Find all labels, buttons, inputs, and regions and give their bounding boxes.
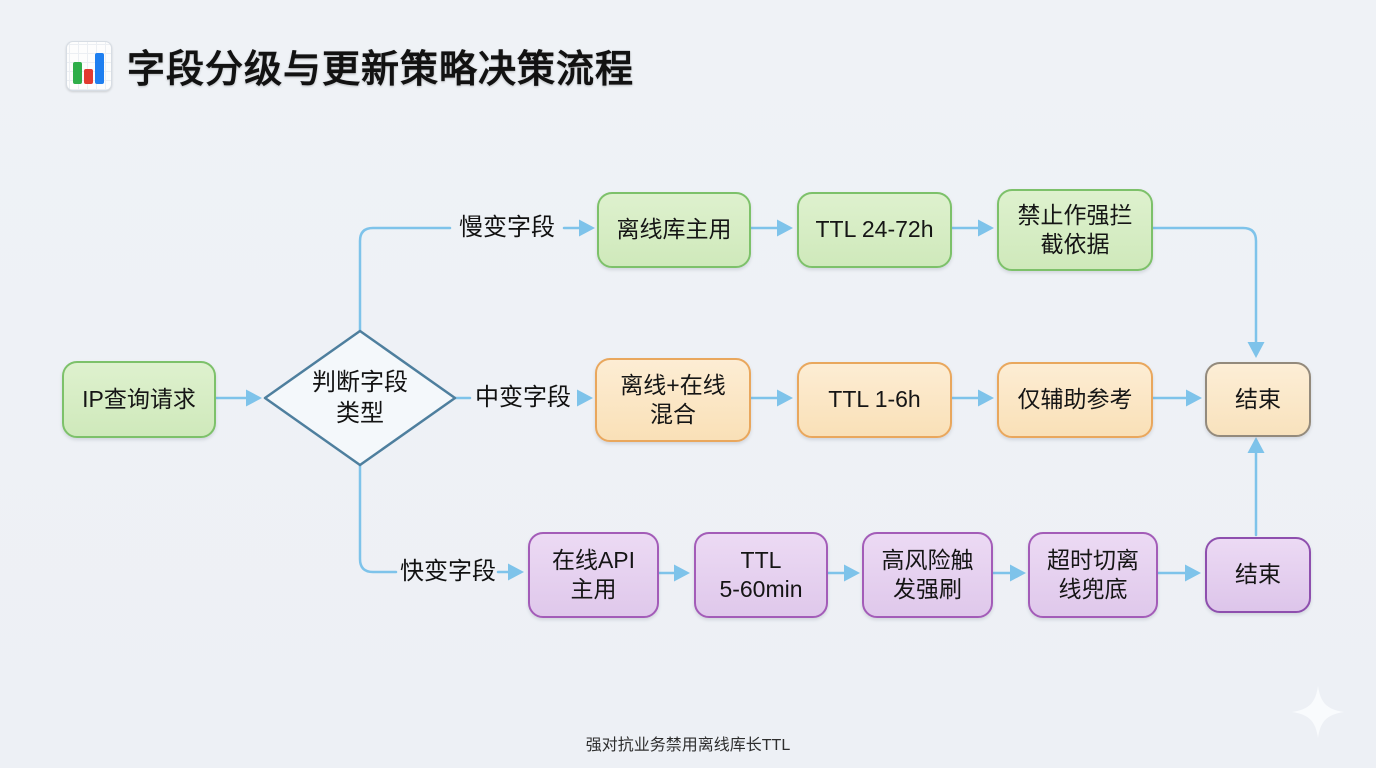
arrowhead-medium-end <box>1186 389 1202 407</box>
arrowhead-fast-step3 <box>844 564 860 582</box>
node-medium-step-2: TTL 1-6h <box>797 362 952 438</box>
page-title: 字段分级与更新策略决策流程 <box>127 49 635 91</box>
node-medium-step-3: 仅辅助参考 <box>997 362 1153 438</box>
node-end-fast: 结束 <box>1205 537 1311 613</box>
arrowhead-fast-step4 <box>1010 564 1026 582</box>
arrowhead-into-decision <box>246 389 262 407</box>
decision-diamond <box>263 329 457 467</box>
arrowhead-slow-step1 <box>579 219 595 237</box>
node-end-medium: 结束 <box>1205 362 1311 437</box>
bar-chart-icon-blue-bar <box>95 52 104 84</box>
bar-chart-icon-red-bar <box>84 68 93 84</box>
arrowhead-end-to-end <box>1247 437 1265 453</box>
arrowhead-medium-step3 <box>978 389 994 407</box>
arrowhead-medium-step1 <box>577 389 593 407</box>
node-slow-step-1: 离线库主用 <box>597 192 751 268</box>
sparkle-icon <box>1292 686 1344 738</box>
footer-note: 强对抗业务禁用离线库长TTL <box>585 737 791 754</box>
node-medium-step-1: 离线+在线 混合 <box>595 358 751 442</box>
line-decision-to-fast <box>358 463 398 574</box>
node-slow-step-2: TTL 24-72h <box>797 192 952 268</box>
branch-label-medium: 中变字段 <box>475 384 571 411</box>
node-fast-step-4: 超时切离 线兜底 <box>1028 532 1158 618</box>
bar-chart-icon-green-bar <box>73 61 82 84</box>
branch-label-fast: 快变字段 <box>400 558 496 585</box>
line-slow-step3-to-end <box>1149 226 1258 344</box>
arrowhead-slow-end <box>1247 342 1265 358</box>
arrowhead-fast-step2 <box>674 564 690 582</box>
node-fast-step-3: 高风险触 发强刷 <box>862 532 993 618</box>
node-fast-step-1: 在线API 主用 <box>528 532 659 618</box>
branch-label-slow: 慢变字段 <box>459 214 555 241</box>
node-slow-step-3: 禁止作强拦 截依据 <box>997 189 1153 271</box>
title-bar: 字段分级与更新策略决策流程 <box>66 38 634 93</box>
line-decision-to-slow <box>358 226 452 333</box>
bar-chart-icon <box>66 40 112 91</box>
node-fast-step-2: TTL 5-60min <box>694 532 828 618</box>
arrowhead-fast-end <box>1185 564 1201 582</box>
arrowhead-slow-step3 <box>978 219 994 237</box>
arrowhead-fast-step1 <box>508 563 524 581</box>
arrowhead-medium-step2 <box>777 389 793 407</box>
decision-label: 判断字段 类型 <box>312 368 408 427</box>
node-start: IP查询请求 <box>62 361 216 438</box>
arrowhead-slow-step2 <box>777 219 793 237</box>
